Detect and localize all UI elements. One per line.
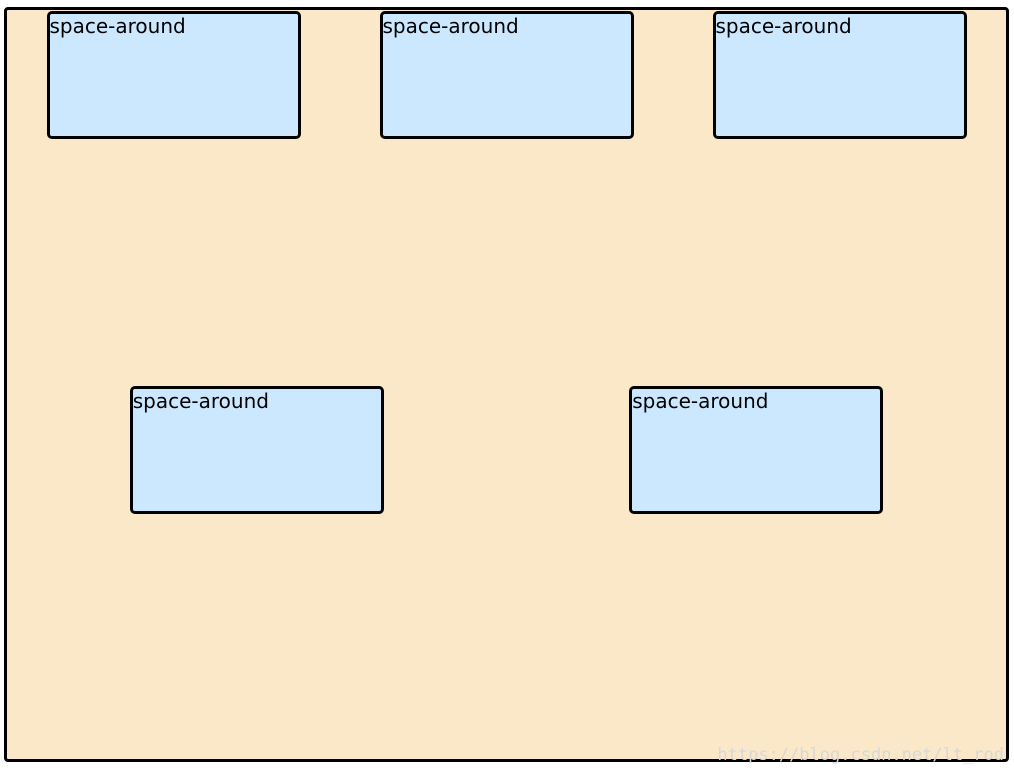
watermark: https://blog.csdn.net/lt_rod [717,745,1004,765]
flex-row-1: space-around space-around space-around [7,11,1006,139]
flex-item: space-around [629,386,884,514]
flex-item-label: space-around [382,14,519,38]
flex-row-2: space-around space-around [7,386,1006,514]
flex-item: space-around [129,386,384,514]
flex-item: space-around [712,11,967,139]
flex-item-label: space-around [632,389,769,413]
flex-item: space-around [46,11,301,139]
flex-item-label: space-around [49,14,186,38]
flex-item: space-around [379,11,634,139]
flex-item-label: space-around [715,14,852,38]
flex-container: space-around space-around space-around s… [4,7,1009,762]
flex-item-label: space-around [132,389,269,413]
